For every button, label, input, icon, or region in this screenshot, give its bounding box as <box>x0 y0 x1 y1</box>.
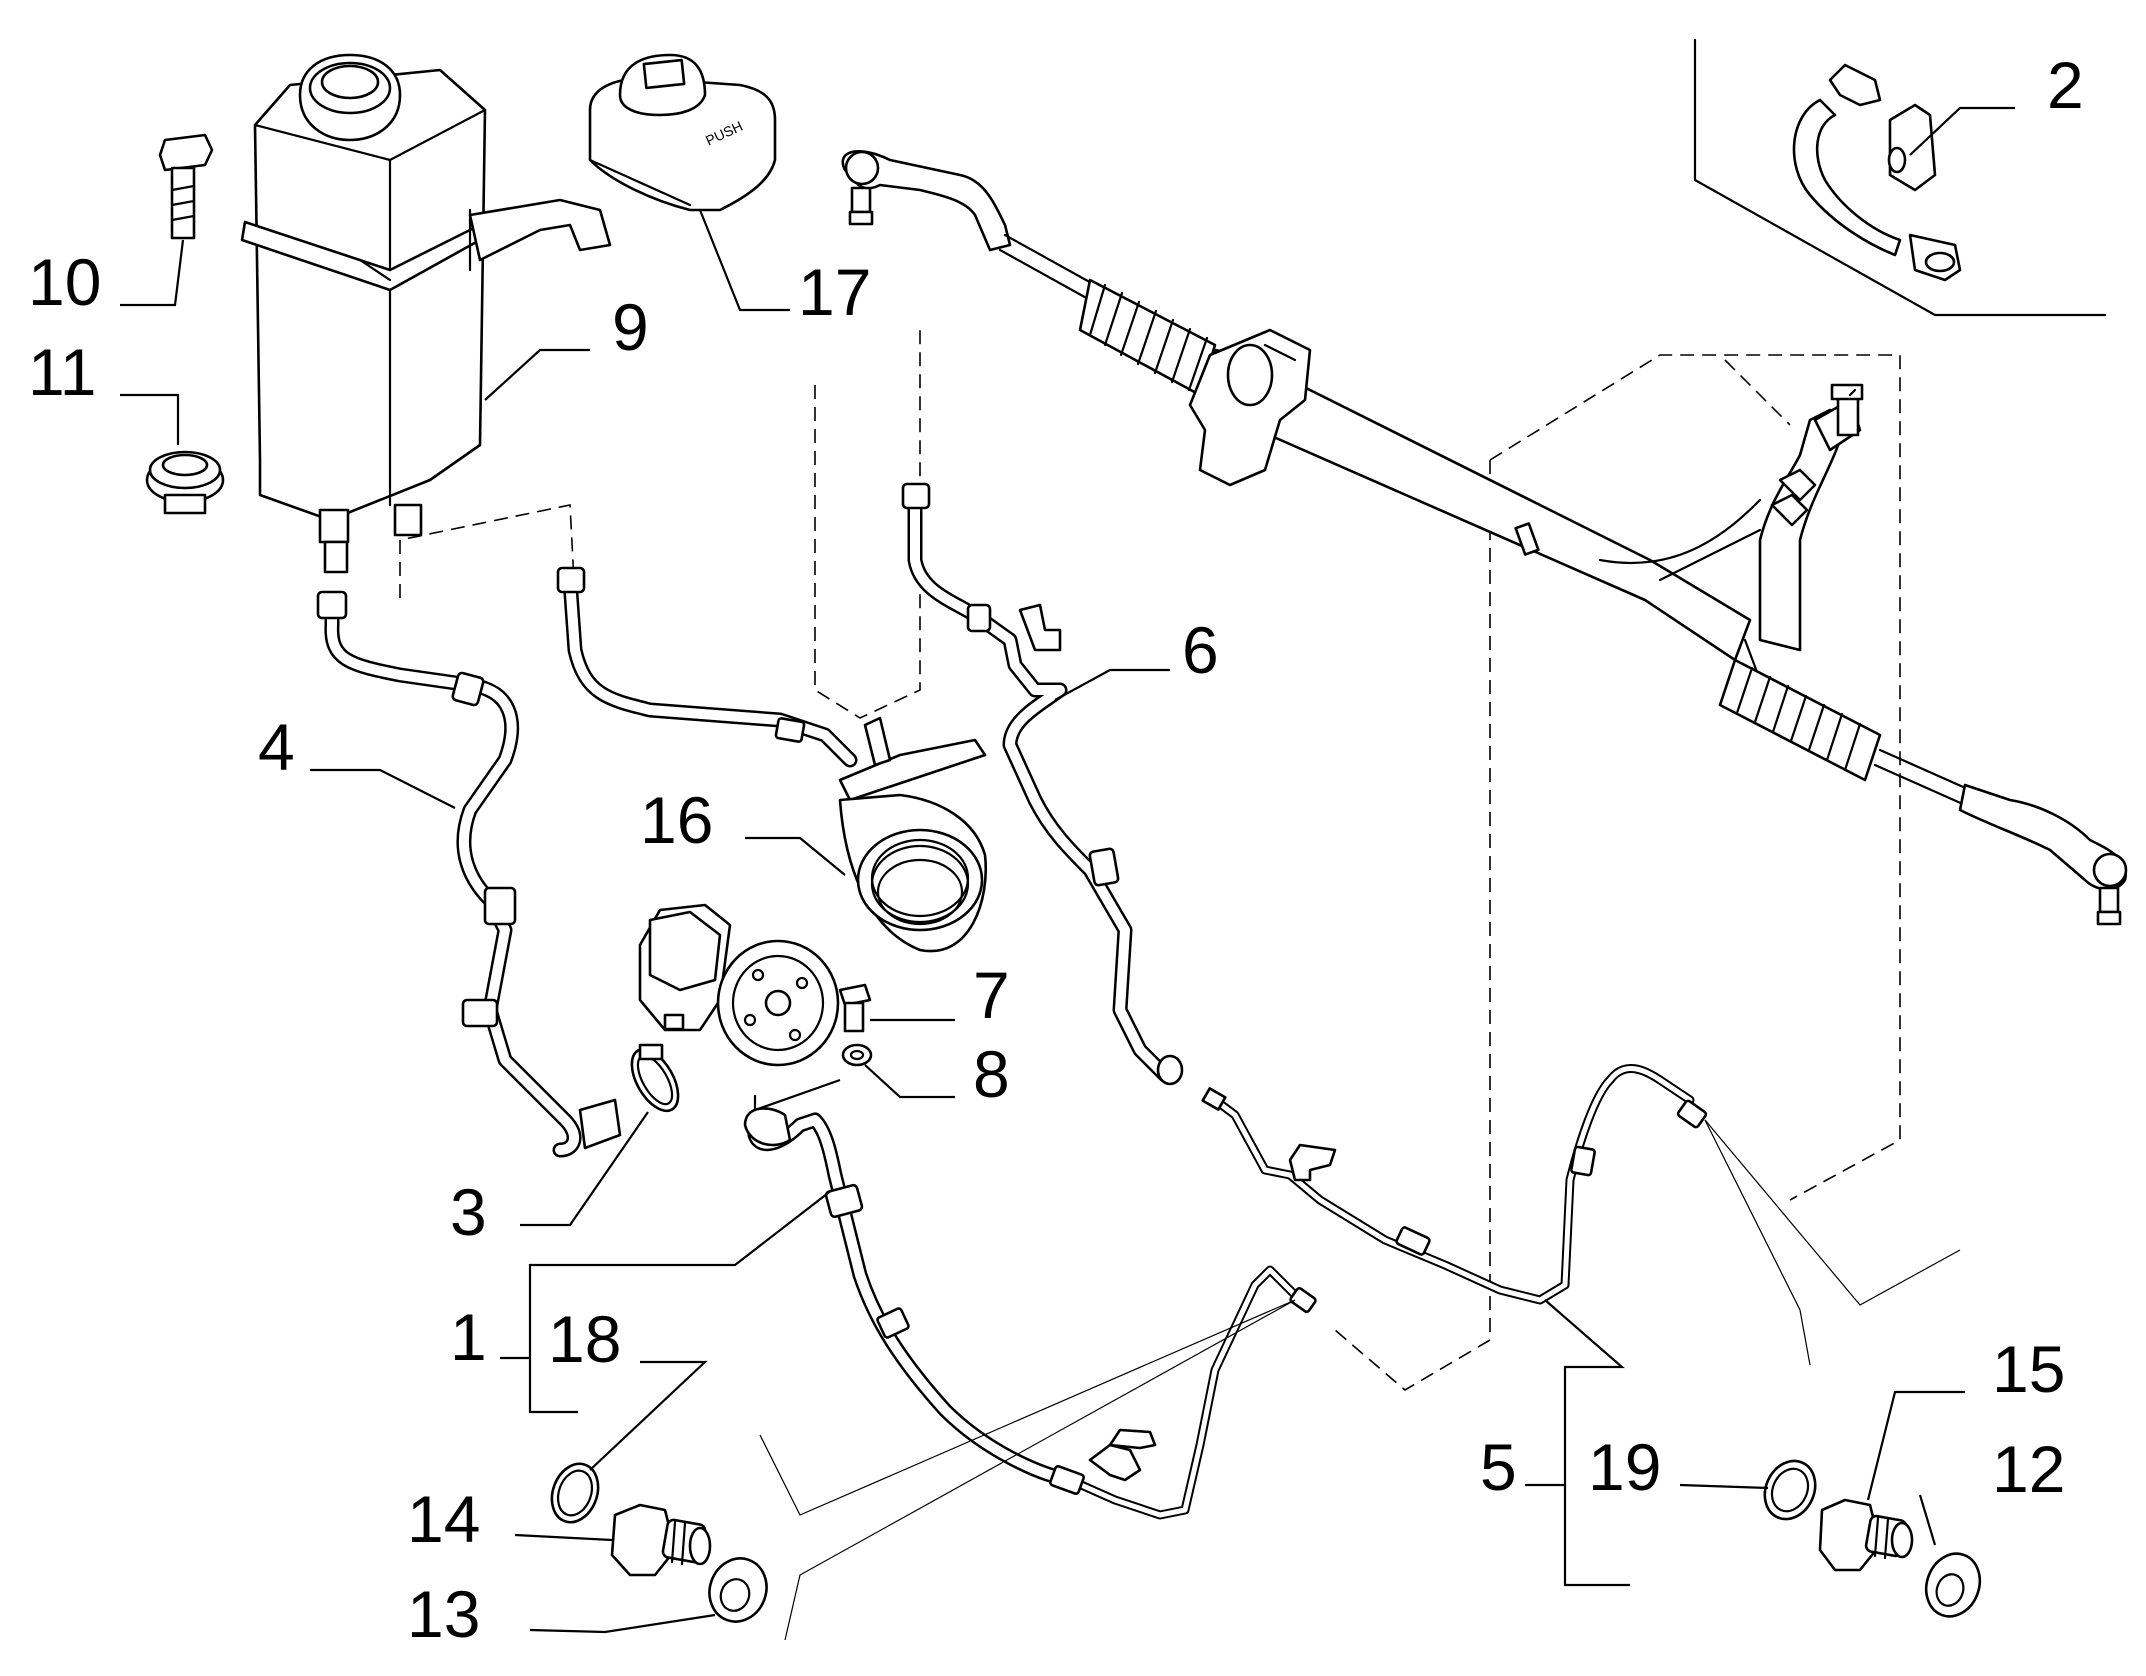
part-8-washer <box>841 1043 955 1099</box>
part-17-cap: PUSH <box>588 53 790 312</box>
callout-10: 10 <box>28 245 101 319</box>
part-9-reservoir <box>240 53 612 574</box>
part-1-pressure-hose <box>500 1078 1317 1520</box>
callout-19: 19 <box>1588 1430 1661 1504</box>
callout-4: 4 <box>258 710 295 784</box>
callout-5: 5 <box>1480 1430 1517 1504</box>
part-5-pressure-hose <box>1201 1063 1708 1587</box>
callout-7: 7 <box>973 958 1010 1032</box>
part-14-union-fitting <box>514 1503 712 1577</box>
pointer-lines <box>759 1119 1961 1641</box>
callout-1: 1 <box>450 1300 487 1374</box>
part-6-pressure-hose <box>901 482 1184 1086</box>
steering-rack <box>841 149 2128 926</box>
part-2-clamp <box>1693 38 2107 317</box>
callout-15: 15 <box>1992 1332 2065 1406</box>
part-16-bracket-hose <box>556 566 988 953</box>
part-7-bolt <box>838 983 955 1033</box>
callout-16: 16 <box>640 783 713 857</box>
part-15-union-fitting <box>1818 1390 1965 1572</box>
part-4-return-hose <box>310 590 622 1158</box>
callout-18: 18 <box>548 1302 621 1376</box>
callout-8: 8 <box>973 1037 1010 1111</box>
part-11-grommet <box>120 393 225 515</box>
callout-labels: 2 17 9 10 11 6 4 16 7 8 3 1 18 14 13 5 1… <box>28 48 2084 1651</box>
callout-3: 3 <box>450 1175 487 1249</box>
part-12-washer <box>1918 1494 1982 1618</box>
callout-9: 9 <box>612 290 649 364</box>
power-steering-pump <box>638 903 840 1067</box>
callout-13: 13 <box>407 1577 480 1651</box>
callout-14: 14 <box>407 1482 480 1556</box>
part-13-washer <box>529 1557 768 1634</box>
callout-11: 11 <box>28 335 97 409</box>
part-19-seal-ring <box>1679 1459 1817 1521</box>
callout-17: 17 <box>798 255 871 329</box>
dashed-guides <box>399 330 1901 1391</box>
part-18-seal-ring <box>550 1360 708 1524</box>
callout-6: 6 <box>1182 613 1219 687</box>
part-3-hose-clip <box>520 1043 680 1227</box>
callout-12: 12 <box>1992 1432 2065 1506</box>
part-10-bolt <box>120 133 214 307</box>
callout-2: 2 <box>2047 48 2084 122</box>
